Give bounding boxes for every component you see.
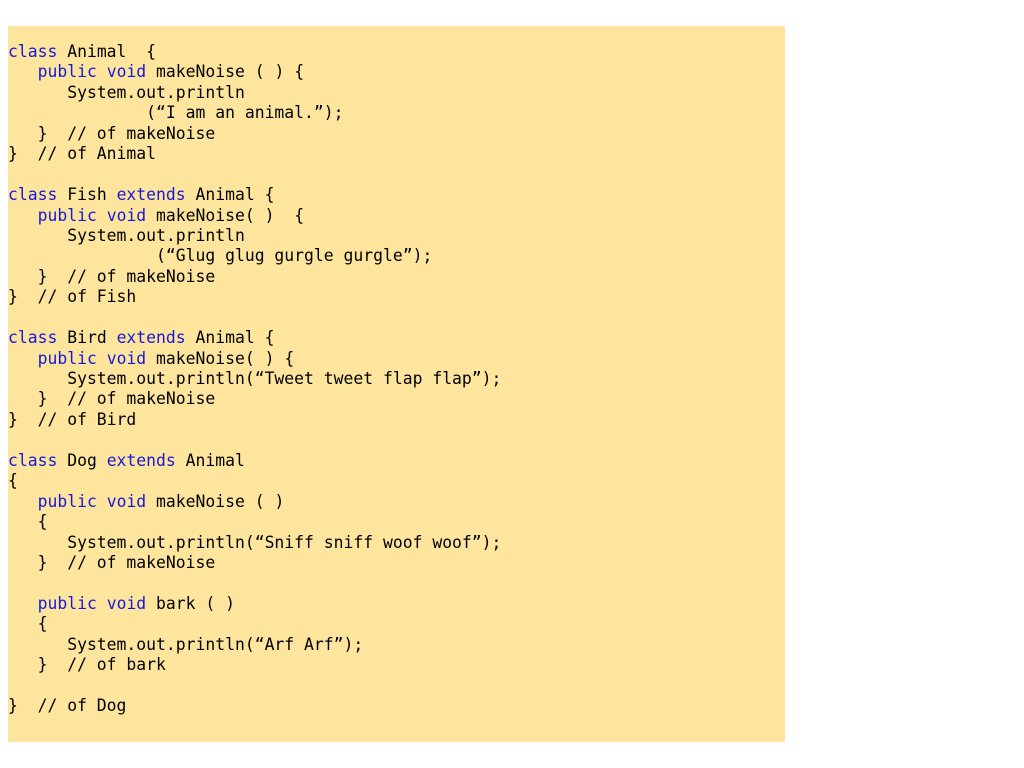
code-keyword: class xyxy=(8,185,58,205)
code-line: (“I am an animal.”); xyxy=(8,103,785,123)
code-text: makeNoise ( ) { xyxy=(146,62,305,82)
code-keyword: public xyxy=(37,491,97,511)
code-line: public void makeNoise ( ) { xyxy=(8,62,785,82)
code-keyword: class xyxy=(8,328,58,348)
code-keyword: extends xyxy=(116,328,186,348)
code-line: System.out.println xyxy=(8,226,785,246)
code-line: public void bark ( ) xyxy=(8,594,785,614)
code-keyword: class xyxy=(8,450,58,470)
code-keyword: public xyxy=(37,62,97,82)
code-keyword: public xyxy=(37,593,97,613)
code-line: { xyxy=(8,471,785,491)
code-line: class Bird extends Animal { xyxy=(8,328,785,348)
code-text xyxy=(8,349,38,368)
code-text: System.out.println(“Sniff sniff woof woo… xyxy=(8,532,502,552)
code-text: Fish xyxy=(57,185,117,205)
code-keyword: public xyxy=(37,205,97,225)
code-text: System.out.println(“Arf Arf”); xyxy=(8,634,364,654)
code-text: makeNoise( ) { xyxy=(146,348,295,368)
code-line: } // of makeNoise xyxy=(8,124,785,144)
code-keyword: extends xyxy=(116,185,186,205)
code-text: { xyxy=(8,614,48,634)
code-text: (“I am an animal.”); xyxy=(8,103,344,123)
code-text: makeNoise ( ) xyxy=(146,491,285,511)
code-line xyxy=(8,165,785,185)
code-text xyxy=(8,492,38,511)
code-line: System.out.println(“Arf Arf”); xyxy=(8,635,785,655)
code-text: (“Glug glug gurgle gurgle”); xyxy=(8,246,433,266)
code-text xyxy=(97,492,107,511)
code-line: class Animal { xyxy=(8,42,785,62)
code-line: { xyxy=(8,512,785,532)
code-text: { xyxy=(8,471,18,491)
code-text xyxy=(97,62,107,81)
code-line: System.out.println(“Sniff sniff woof woo… xyxy=(8,533,785,553)
code-text xyxy=(97,594,107,613)
code-keyword: void xyxy=(106,62,147,82)
code-text: Animal { xyxy=(57,42,157,61)
code-text: } // of bark xyxy=(8,655,166,675)
code-line xyxy=(8,676,785,696)
code-line: } // of Animal xyxy=(8,144,785,164)
code-line: } // of Dog xyxy=(8,696,785,716)
code-line: (“Glug glug gurgle gurgle”); xyxy=(8,246,785,266)
code-line: } // of bark xyxy=(8,655,785,675)
code-text: Animal { xyxy=(185,185,275,205)
code-keyword: void xyxy=(106,348,147,368)
code-line: System.out.println(“Tweet tweet flap fla… xyxy=(8,369,785,389)
code-text: Animal xyxy=(175,450,245,470)
code-text: System.out.println xyxy=(8,225,245,245)
code-keyword: public xyxy=(37,348,97,368)
code-line: { xyxy=(8,614,785,634)
code-line xyxy=(8,308,785,328)
code-text: } // of Fish xyxy=(8,287,137,307)
code-line: class Dog extends Animal xyxy=(8,451,785,471)
code-text xyxy=(97,206,107,225)
code-text: } // of makeNoise xyxy=(8,266,216,286)
code-line: public void makeNoise ( ) xyxy=(8,492,785,512)
code-text: } // of Dog xyxy=(8,696,127,715)
code-line: } // of makeNoise xyxy=(8,389,785,409)
code-line: } // of makeNoise xyxy=(8,267,785,287)
code-text xyxy=(8,62,38,81)
code-text: Animal { xyxy=(185,328,275,348)
code-line: } // of Fish xyxy=(8,287,785,307)
code-line: } // of makeNoise xyxy=(8,553,785,573)
code-text xyxy=(8,206,38,225)
code-text: } // of Bird xyxy=(8,409,137,429)
code-text: Bird xyxy=(57,328,117,348)
code-text: bark ( ) xyxy=(146,593,235,613)
code-line: public void makeNoise( ) { xyxy=(8,206,785,226)
code-line xyxy=(8,573,785,593)
code-line: public void makeNoise( ) { xyxy=(8,349,785,369)
code-text: } // of makeNoise xyxy=(8,552,216,572)
code-text: makeNoise( ) { xyxy=(146,205,305,225)
code-keyword: void xyxy=(106,205,147,225)
code-line xyxy=(8,430,785,450)
code-line: System.out.println xyxy=(8,83,785,103)
code-text: Dog xyxy=(57,450,107,470)
code-text: System.out.println(“Tweet tweet flap fla… xyxy=(8,369,502,388)
code-panel: class Animal { public void makeNoise ( )… xyxy=(8,26,785,742)
code-text xyxy=(8,594,38,613)
code-keyword: extends xyxy=(106,450,176,470)
code-text: { xyxy=(8,512,48,532)
code-text xyxy=(97,349,107,368)
code-line: } // of Bird xyxy=(8,410,785,430)
code-text: } // of Animal xyxy=(8,144,157,164)
code-text: } // of makeNoise xyxy=(8,389,216,409)
code-text: } // of makeNoise xyxy=(8,123,216,143)
code-keyword: void xyxy=(106,593,147,613)
code-keyword: void xyxy=(106,491,147,511)
code-text: System.out.println xyxy=(8,82,245,102)
code-line: class Fish extends Animal { xyxy=(8,185,785,205)
code-keyword: class xyxy=(8,42,58,61)
